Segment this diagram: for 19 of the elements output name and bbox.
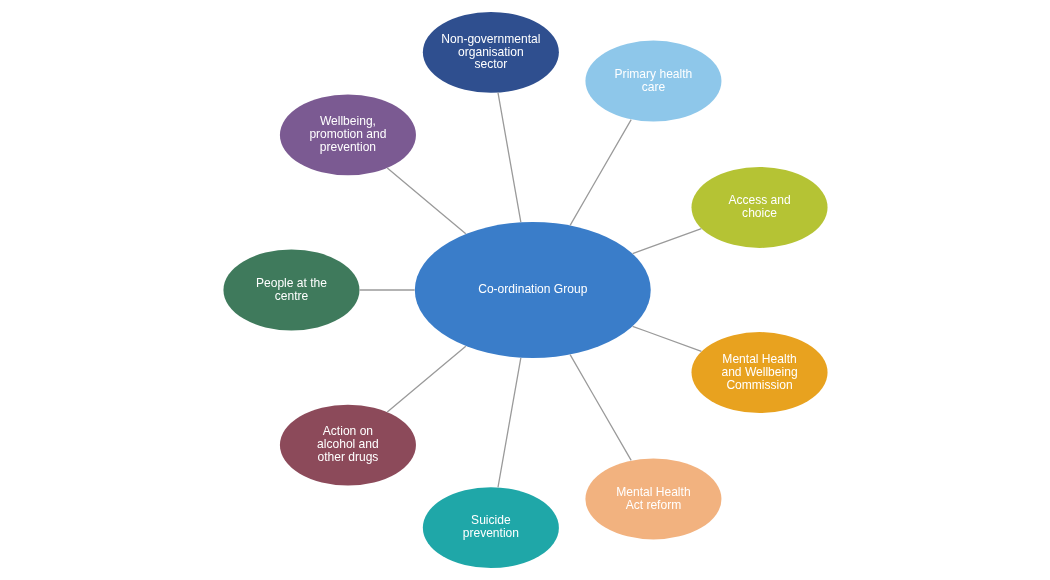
node-ellipse: Wellbeing, promotion and prevention — [279, 94, 416, 176]
node-ellipse: Primary health care — [584, 40, 721, 122]
node-ellipse: Action on alcohol and other drugs — [279, 404, 416, 486]
node-ellipse: People at the centre — [222, 249, 359, 331]
node-ellipse: Non-governmental organisation sector — [422, 11, 559, 93]
connector — [386, 345, 466, 413]
connector — [631, 228, 702, 255]
connector — [358, 289, 415, 291]
connector — [496, 92, 521, 223]
node-ellipse: Mental Health Act reform — [584, 458, 721, 540]
connector — [568, 354, 632, 462]
connector — [568, 118, 632, 226]
connector — [496, 357, 521, 488]
node-ellipse: Co-ordination Group — [414, 222, 651, 358]
node-ellipse: Access and choice — [691, 167, 828, 248]
connector — [386, 167, 466, 235]
node-ellipse: Suicide prevention — [422, 487, 559, 569]
connector — [631, 325, 702, 352]
node-ellipse: Mental Health and Wellbeing Commission — [691, 332, 828, 413]
